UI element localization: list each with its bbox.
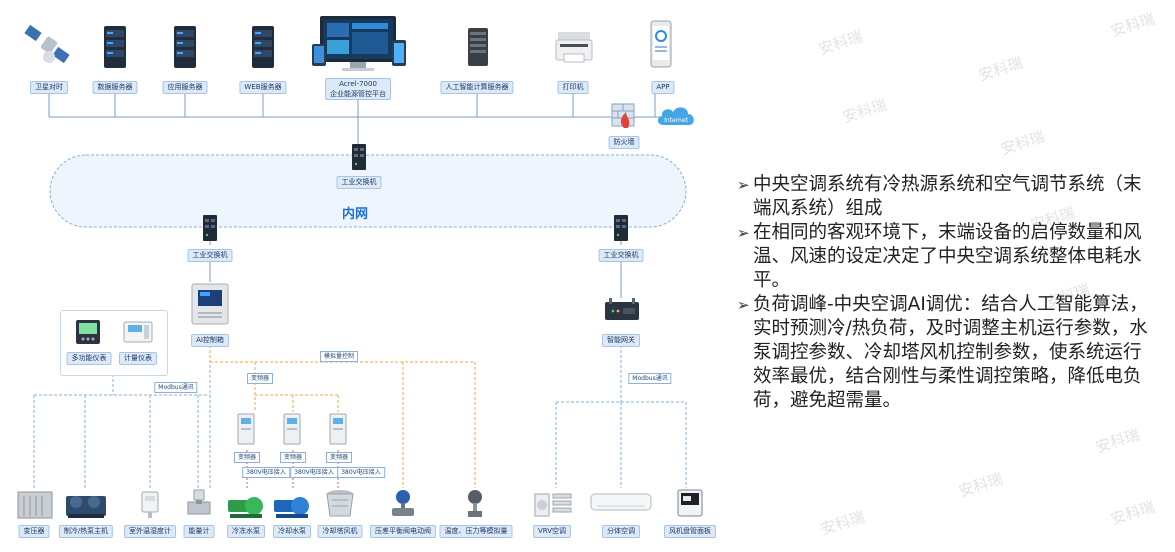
cloud-icon: Internet <box>657 107 694 125</box>
bullet-item: ➢ 中央空调系统有冷热源系统和空气调节系统（末端风系统）组成 <box>737 173 1157 221</box>
hygrometer-icon <box>141 491 159 518</box>
watermark: 安科瑞 <box>1108 497 1157 529</box>
label-cooling-pump: 冷却水泵 <box>273 525 311 538</box>
firewall-icon <box>611 103 635 128</box>
tag-modbus-left: Modbus通讯 <box>154 382 198 393</box>
inverter-label: 变频器 <box>233 452 261 463</box>
inverter-icon <box>329 413 347 445</box>
label-core-switch: 工业交换机 <box>336 176 382 189</box>
bullet-item: ➢ 在相同的客观环境下，末端设备的启停数量和风温、风速的设定决定了中央空调系统整… <box>737 221 1157 293</box>
chiller-icon <box>66 496 106 518</box>
watermark: 安科瑞 <box>1093 425 1142 457</box>
label-gateway: 智能网关 <box>602 334 640 347</box>
intranet-label: 内网 <box>342 207 369 222</box>
thermostat-icon <box>677 489 703 517</box>
sensor-icon <box>468 490 482 517</box>
label-ai-controller: AI控制箱 <box>191 334 229 347</box>
platform-desc: 企业能源管控平台 <box>330 90 386 98</box>
label-platform: Acrel-7000 企业能源管控平台 <box>325 78 391 100</box>
pump-icon <box>274 497 309 518</box>
label-energy-meter: 能量计 <box>183 525 215 538</box>
connection-lines <box>33 93 687 488</box>
label-app: APP <box>651 81 675 94</box>
watermark: 安科瑞 <box>976 53 1025 85</box>
label-sensor: 温度、压力等模拟量 <box>439 525 513 538</box>
watermark: 安科瑞 <box>818 507 867 539</box>
label-multi-meter: 多功能仪表 <box>66 352 112 365</box>
label-right-switch: 工业交换机 <box>598 249 644 262</box>
platform-name: Acrel-7000 <box>339 80 377 88</box>
label-web-server: WEB服务器 <box>239 81 287 94</box>
label-printer: 打印机 <box>557 81 589 94</box>
bullet-item: ➢ 负荷调峰-中央空调AI调优：结合人工智能算法，实时预测冷/热负荷，及时调整主… <box>737 293 1157 413</box>
server-icon <box>468 28 488 66</box>
switch-icon <box>614 215 628 241</box>
description-text: ➢ 中央空调系统有冷热源系统和空气调节系统（末端风系统）组成 ➢ 在相同的客观环… <box>737 173 1157 413</box>
label-chilled-pump: 冷冻水泵 <box>227 525 265 538</box>
bullet-arrow: ➢ <box>737 224 750 242</box>
pump-icon <box>228 497 263 518</box>
label-data-server: 数据服务器 <box>92 81 138 94</box>
inverter-label: 变频器 <box>325 452 353 463</box>
meter-icon <box>76 320 100 344</box>
server-icon <box>252 26 274 68</box>
switch-icon <box>203 215 217 241</box>
server-icon <box>174 26 196 68</box>
watermark: 安科瑞 <box>998 127 1047 159</box>
switch-icon <box>352 144 366 170</box>
watermark: 安科瑞 <box>956 469 1005 501</box>
vrv-icon <box>534 493 572 517</box>
inverter-label: 变频器 <box>279 452 307 463</box>
printer-icon <box>555 32 593 63</box>
voltage-tag: 380V电压接入 <box>337 467 385 478</box>
inverter-icon <box>237 413 255 445</box>
watermark: 安科瑞 <box>816 27 865 59</box>
label-left-switch: 工业交换机 <box>187 249 233 262</box>
satellite-icon <box>24 24 70 64</box>
server-icon <box>104 26 126 68</box>
energy-meter-icon <box>187 489 211 515</box>
voltage-tag: 380V电压接入 <box>242 467 290 478</box>
meter-icon <box>123 321 153 343</box>
voltage-tag: 380V电压接入 <box>290 467 338 478</box>
inverter-icon <box>283 413 301 445</box>
bullet-arrow: ➢ <box>737 176 750 194</box>
monitor-icon <box>312 16 406 71</box>
cooling-tower-icon <box>326 490 354 517</box>
bullet-text: 中央空调系统有冷热源系统和空气调节系统（末端风系统）组成 <box>753 174 1142 219</box>
valve-icon <box>392 490 414 516</box>
bullet-text: 在相同的客观环境下，末端设备的启停数量和风温、风速的设定决定了中央空调系统整体电… <box>753 222 1142 291</box>
label-metering-meter: 计量仪表 <box>119 352 157 365</box>
label-thermostat: 风机盘管面板 <box>664 525 716 538</box>
label-app-server: 应用服务器 <box>162 81 208 94</box>
label-hygrometer: 室外温湿度计 <box>124 525 176 538</box>
tag-analog-control: 模拟量控制 <box>319 351 359 362</box>
internet-label: Internet <box>664 117 688 124</box>
label-satellite: 卫星对时 <box>30 81 68 94</box>
split-ac-icon <box>590 493 652 511</box>
transformer-icon <box>17 491 53 519</box>
watermark: 安科瑞 <box>840 95 889 127</box>
label-chiller: 制冷/热泵主机 <box>58 525 114 538</box>
label-split-ac: 分体空调 <box>602 525 640 538</box>
label-vrv: VRV空调 <box>532 525 572 538</box>
tag-vfd: 变频器 <box>246 373 274 384</box>
label-transformer: 变压器 <box>18 525 50 538</box>
phone-icon <box>650 20 672 68</box>
bullet-arrow: ➢ <box>737 296 750 314</box>
bullet-text: 负荷调峰-中央空调AI调优：结合人工智能算法，实时预测冷/热负荷，及时调整主机运… <box>753 294 1148 411</box>
gateway-icon <box>605 298 639 320</box>
label-cooling-tower: 冷却塔风机 <box>317 525 363 538</box>
label-firewall: 防火墙 <box>608 136 640 149</box>
intranet-region <box>49 154 687 228</box>
label-valve: 压差平衡阀电动阀 <box>370 525 436 538</box>
watermark: 安科瑞 <box>1108 9 1157 41</box>
tag-modbus-right: Modbus通讯 <box>628 373 672 384</box>
label-ai-server: 人工智能计算服务器 <box>440 81 514 94</box>
controller-icon <box>191 283 229 325</box>
